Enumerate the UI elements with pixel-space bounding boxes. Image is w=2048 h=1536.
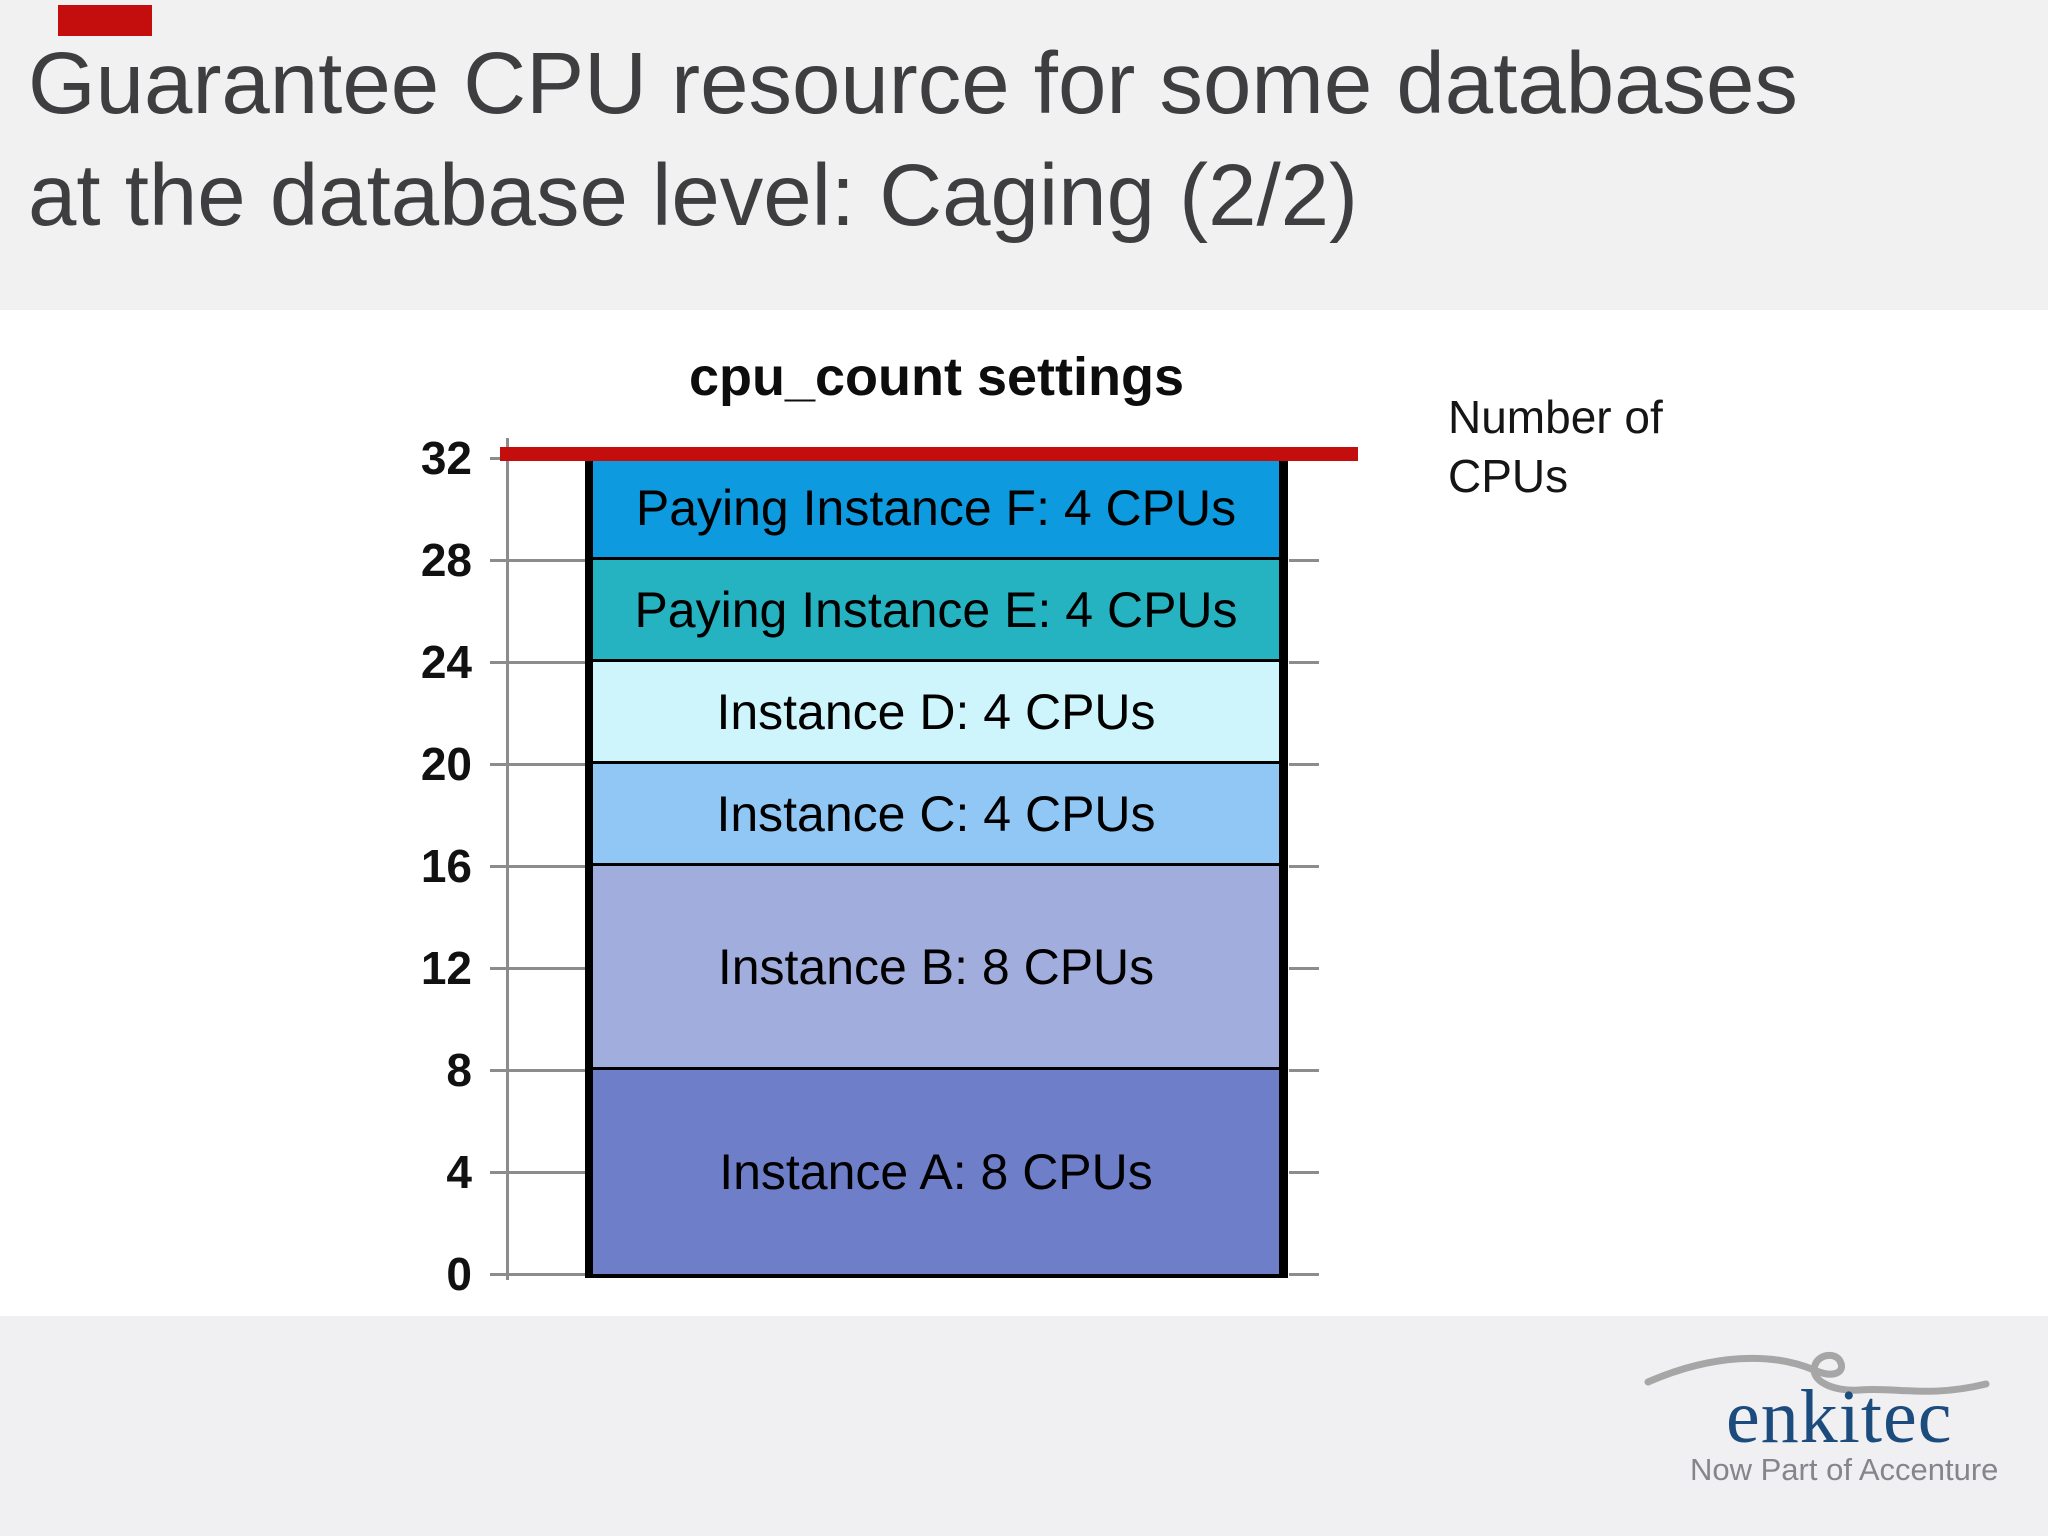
y-tick-label: 32 bbox=[420, 432, 472, 484]
slide-title-line2: at the database level: Caging (2/2) bbox=[28, 147, 1359, 244]
bar-segment: Paying Instance E: 4 CPUs bbox=[593, 560, 1279, 662]
gridline-stub-right bbox=[1289, 661, 1319, 664]
gridline-stub-right bbox=[1289, 763, 1319, 766]
y-tick-label: 20 bbox=[420, 738, 472, 790]
gridline-stub-left bbox=[490, 967, 590, 970]
gridline-stub-right bbox=[1289, 1171, 1319, 1174]
footer-band bbox=[0, 1316, 2048, 1536]
accent-rectangle bbox=[58, 5, 152, 36]
y-tick-label: 0 bbox=[446, 1248, 472, 1300]
slide-title-line1: Guarantee CPU resource for some database… bbox=[28, 35, 1798, 132]
logo-tagline: Now Part of Accenture bbox=[1690, 1452, 1999, 1487]
gridline-stub-left bbox=[490, 661, 590, 664]
gridline-stub-right bbox=[1289, 1069, 1319, 1072]
header-band bbox=[0, 0, 2048, 310]
gridline-stub-right bbox=[1289, 559, 1319, 562]
y-tick-label: 16 bbox=[420, 840, 472, 892]
y-tick-label: 28 bbox=[420, 534, 472, 586]
bar-segment-label: Paying Instance F: 4 CPUs bbox=[635, 479, 1237, 536]
gridline-stub-left bbox=[490, 559, 590, 562]
gridline-stub-right bbox=[1289, 1273, 1319, 1276]
bar-segment-label: Instance B: 8 CPUs bbox=[717, 938, 1155, 995]
chart-title: cpu_count settings bbox=[688, 347, 1185, 407]
bar-segment-label: Instance D: 4 CPUs bbox=[716, 683, 1156, 740]
gridline-stub-left bbox=[490, 763, 590, 766]
y-tick-label: 24 bbox=[420, 636, 472, 688]
bar-segment: Instance D: 4 CPUs bbox=[593, 662, 1279, 764]
bar-segment: Instance C: 4 CPUs bbox=[593, 764, 1279, 866]
logo-swoosh-icon bbox=[1642, 1342, 1992, 1427]
logo-enkitec: enkitec bbox=[1726, 1375, 1953, 1459]
y-tick-label: 12 bbox=[420, 942, 472, 994]
gridline-stub-left bbox=[490, 1171, 590, 1174]
number-of-cpus-label: Number of CPUs bbox=[1448, 391, 1663, 502]
gridline-stub-right bbox=[1289, 967, 1319, 970]
gridline-stub-right bbox=[1289, 865, 1319, 868]
bar-segment: Paying Instance F: 4 CPUs bbox=[593, 458, 1279, 560]
capacity-line bbox=[500, 447, 1358, 461]
bar-segment-label: Instance A: 8 CPUs bbox=[719, 1144, 1153, 1200]
y-tick-label: 4 bbox=[446, 1146, 472, 1198]
y-axis-line bbox=[506, 438, 509, 1280]
gridline-stub-left bbox=[490, 865, 590, 868]
gridline-stub-left bbox=[490, 1273, 590, 1276]
bar-segment: Instance B: 8 CPUs bbox=[593, 866, 1279, 1070]
bar-segment-label: Instance C: 4 CPUs bbox=[716, 785, 1156, 842]
bar-segment-label: Paying Instance E: 4 CPUs bbox=[634, 581, 1238, 638]
bar-segment: Instance A: 8 CPUs bbox=[593, 1070, 1279, 1274]
gridline-stub-left bbox=[490, 1069, 590, 1072]
slide-title: Guarantee CPU resource for some database… bbox=[28, 28, 1988, 252]
y-tick-label: 8 bbox=[446, 1044, 472, 1096]
